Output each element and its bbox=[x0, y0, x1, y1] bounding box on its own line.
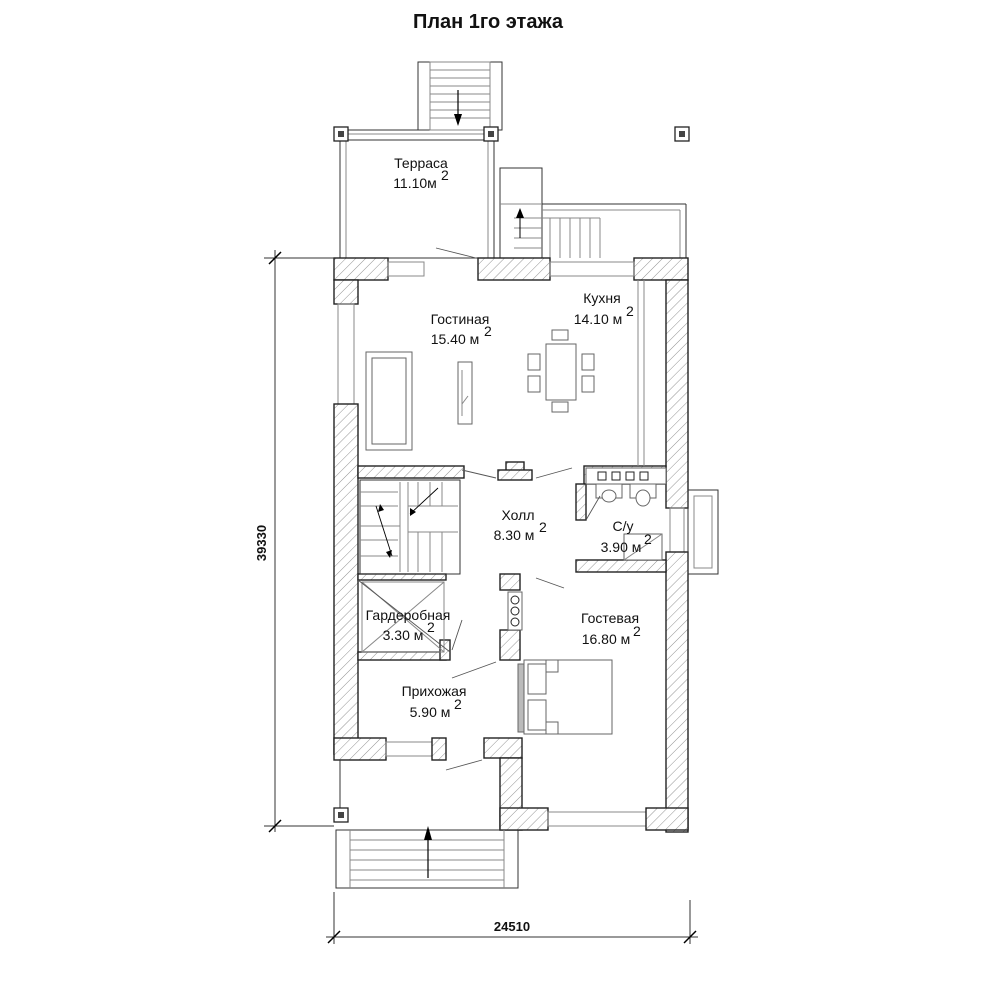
arrow-up-icon bbox=[410, 508, 416, 516]
room-area: 14.10 м bbox=[574, 311, 623, 327]
room-area: 8.30 м bbox=[494, 527, 535, 543]
room-name: Кухня bbox=[583, 290, 620, 306]
boiler bbox=[507, 591, 523, 631]
room-entrance: Прихожая 5.90 м 2 bbox=[402, 683, 467, 720]
room-area: 15.40 м bbox=[431, 331, 480, 347]
room-area: 5.90 м bbox=[410, 704, 451, 720]
width-dimension bbox=[326, 892, 698, 944]
room-name: Прихожая bbox=[402, 683, 467, 699]
room-name: Холл bbox=[502, 507, 535, 523]
room-wardrobe: Гардеробная 3.30 м 2 bbox=[366, 607, 451, 643]
room-name: Терраса bbox=[394, 155, 448, 171]
terrace-stairs bbox=[417, 61, 503, 131]
area-superscript: 2 bbox=[644, 531, 652, 547]
room-living: Гостиная 15.40 м 2 bbox=[431, 311, 492, 347]
arrow-up-icon bbox=[516, 208, 524, 218]
room-area: 16.80 м bbox=[582, 631, 631, 647]
area-superscript: 2 bbox=[427, 619, 435, 635]
arrow-down-icon bbox=[386, 550, 392, 558]
room-area: 3.90 м bbox=[601, 539, 642, 555]
bathroom-fixtures bbox=[595, 483, 663, 561]
door-swings bbox=[357, 247, 601, 771]
width-dimension-label: 24510 bbox=[494, 919, 530, 934]
area-superscript: 2 bbox=[633, 623, 641, 639]
room-terrace: Терраса 11.10м 2 bbox=[393, 155, 449, 191]
room-name: Гостиная bbox=[431, 311, 490, 327]
dining-table bbox=[527, 329, 595, 413]
room-area: 3.30 м bbox=[383, 627, 424, 643]
exterior-walls bbox=[333, 257, 719, 833]
area-superscript: 2 bbox=[441, 167, 449, 183]
tv-stand bbox=[457, 361, 473, 425]
room-name: Гостевая bbox=[581, 610, 639, 626]
area-superscript: 2 bbox=[626, 303, 634, 319]
height-dimension bbox=[264, 250, 334, 833]
room-guest: Гостевая 16.80 м 2 bbox=[581, 610, 641, 647]
room-area: 11.10м bbox=[393, 175, 437, 191]
arrow-up-icon bbox=[424, 826, 432, 840]
sofa bbox=[365, 351, 413, 451]
side-stairs bbox=[499, 167, 687, 259]
bed bbox=[517, 659, 613, 735]
area-superscript: 2 bbox=[454, 696, 462, 712]
plan-title: План 1го этажа bbox=[413, 11, 564, 33]
entrance-stairs bbox=[333, 760, 519, 889]
room-name: Гардеробная bbox=[366, 607, 451, 623]
interior-stairs bbox=[359, 479, 461, 575]
arrow-down-icon bbox=[454, 114, 462, 126]
area-superscript: 2 bbox=[484, 323, 492, 339]
height-dimension-label: 39330 bbox=[254, 525, 269, 561]
room-bathroom: С/у 3.90 м 2 bbox=[601, 518, 652, 555]
area-superscript: 2 bbox=[539, 519, 547, 535]
room-hall: Холл 8.30 м 2 bbox=[494, 507, 547, 543]
room-name: С/у bbox=[613, 518, 634, 534]
arrow-up-icon bbox=[378, 504, 384, 512]
room-kitchen: Кухня 14.10 м 2 bbox=[574, 290, 634, 327]
stove bbox=[585, 467, 667, 485]
terrace-area bbox=[333, 61, 690, 259]
